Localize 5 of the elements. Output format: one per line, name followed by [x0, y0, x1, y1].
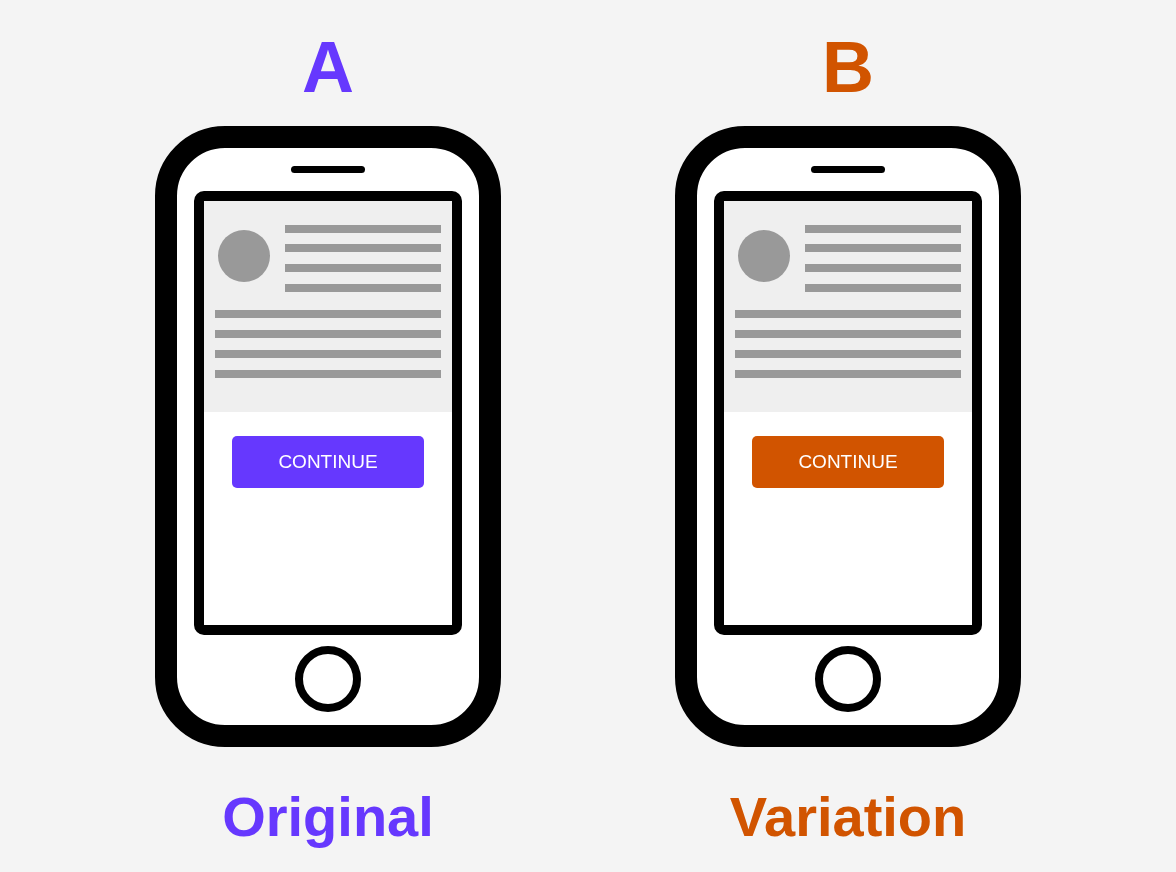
continue-button: CONTINUE — [232, 436, 424, 488]
continue-button: CONTINUE — [752, 436, 944, 488]
variant-letter: B — [822, 31, 874, 103]
variant-caption: Variation — [729, 789, 967, 845]
variant-letter: A — [302, 31, 354, 103]
